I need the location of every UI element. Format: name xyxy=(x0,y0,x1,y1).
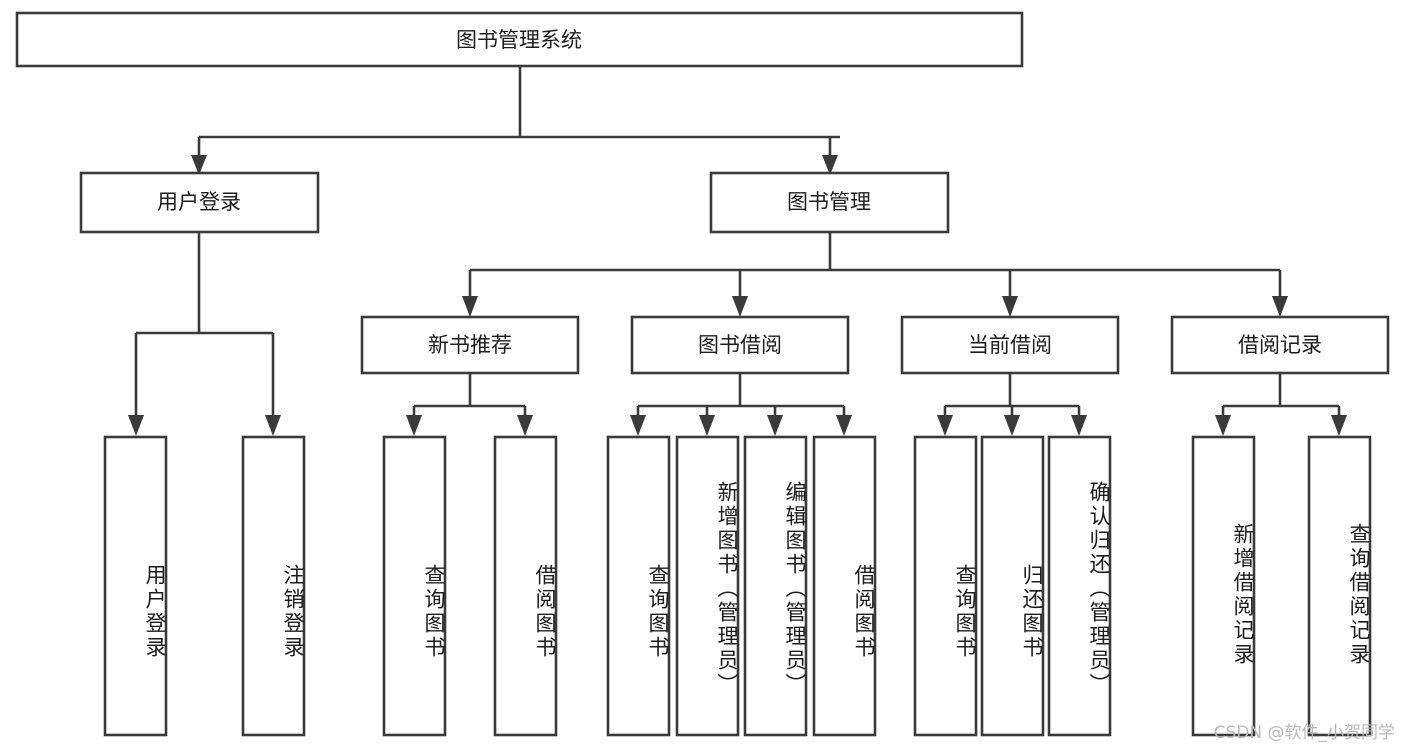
node-book-manage[interactable]: 图书管理 xyxy=(709,171,950,234)
arrow-to-user-login xyxy=(191,155,207,175)
arrow-leaf-edit-book xyxy=(767,415,783,436)
arrow-book-borrow xyxy=(732,296,748,317)
node-new-book-rec-label: 新书推荐 xyxy=(428,333,512,357)
arrow-leaf-return-book xyxy=(1004,415,1020,436)
arrow-borrow-record xyxy=(1272,296,1288,317)
arrow-leaf-add-book xyxy=(699,415,715,436)
arrow-leaf-query-book-3 xyxy=(937,415,953,436)
arrow-leaf-query-book-2 xyxy=(630,415,646,436)
node-book-borrow-label: 图书借阅 xyxy=(698,333,782,357)
arrow-leaf-query-record xyxy=(1331,415,1347,436)
leaf-box-query-book-2[interactable] xyxy=(606,435,671,737)
arrow-leaf-borrow-book-1 xyxy=(517,415,533,436)
arrow-leaf-confirm-return xyxy=(1071,415,1087,436)
node-book-manage-label: 图书管理 xyxy=(787,190,871,214)
leaf-box-return-book[interactable] xyxy=(980,435,1045,737)
node-current-borrow-box[interactable] xyxy=(900,315,1120,375)
leaf-boxes xyxy=(103,435,1372,737)
leaf-box-edit-book[interactable] xyxy=(743,435,808,737)
node-root-label: 图书管理系统 xyxy=(456,28,582,52)
node-user-login[interactable]: 用户登录 xyxy=(79,171,320,234)
leaf-box-borrow-book-2[interactable] xyxy=(812,435,877,737)
leaf-box-query-book-3[interactable] xyxy=(913,435,978,737)
node-root[interactable]: 图书管理系统 xyxy=(15,11,1024,68)
node-current-borrow-label: 当前借阅 xyxy=(968,333,1052,357)
node-borrow-record-label: 借阅记录 xyxy=(1238,333,1322,357)
leaf-box-add-record[interactable] xyxy=(1191,435,1256,737)
connectors-new-book-rec-to-leaves xyxy=(406,373,533,436)
connectors-current-borrow-to-leaves xyxy=(937,373,1087,436)
connectors-borrow-record-to-leaves xyxy=(1215,373,1347,436)
arrow-leaf-user-login xyxy=(128,415,144,436)
arrow-leaf-logout-login xyxy=(265,415,281,436)
arrow-to-book-manage xyxy=(822,155,838,175)
arrow-leaf-borrow-book-2 xyxy=(836,415,852,436)
leaf-box-query-book-1[interactable] xyxy=(382,435,447,737)
node-borrow-record[interactable]: 借阅记录 xyxy=(1170,315,1390,375)
leaf-box-user-login[interactable] xyxy=(103,435,168,737)
node-root-box[interactable] xyxy=(15,11,1024,68)
leaf-box-borrow-book-1[interactable] xyxy=(493,435,558,737)
node-current-borrow[interactable]: 当前借阅 xyxy=(900,315,1120,375)
node-new-book-rec[interactable]: 新书推荐 xyxy=(360,315,580,375)
node-book-borrow[interactable]: 图书借阅 xyxy=(630,315,850,375)
arrow-current-borrow xyxy=(1002,296,1018,317)
node-book-borrow-box[interactable] xyxy=(630,315,850,375)
connectors-user-login-to-leaves xyxy=(128,232,281,436)
connectors-root-to-level2 xyxy=(191,66,840,175)
arrow-leaf-add-record xyxy=(1215,415,1231,436)
arrow-new-book-rec xyxy=(462,296,478,317)
leaf-box-add-book[interactable] xyxy=(675,435,740,737)
leaf-box-confirm-return[interactable] xyxy=(1047,435,1112,737)
node-book-manage-box[interactable] xyxy=(709,171,950,234)
node-user-login-box[interactable] xyxy=(79,171,320,234)
leaf-box-query-record[interactable] xyxy=(1307,435,1372,737)
node-user-login-label: 用户登录 xyxy=(157,190,241,214)
node-new-book-rec-box[interactable] xyxy=(360,315,580,375)
node-borrow-record-box[interactable] xyxy=(1170,315,1390,375)
connectors-book-borrow-to-leaves xyxy=(630,373,852,436)
arrow-leaf-query-book-1 xyxy=(406,415,422,436)
leaf-box-logout-login[interactable] xyxy=(241,435,306,737)
connectors-book-manage-to-level3 xyxy=(462,232,1288,317)
